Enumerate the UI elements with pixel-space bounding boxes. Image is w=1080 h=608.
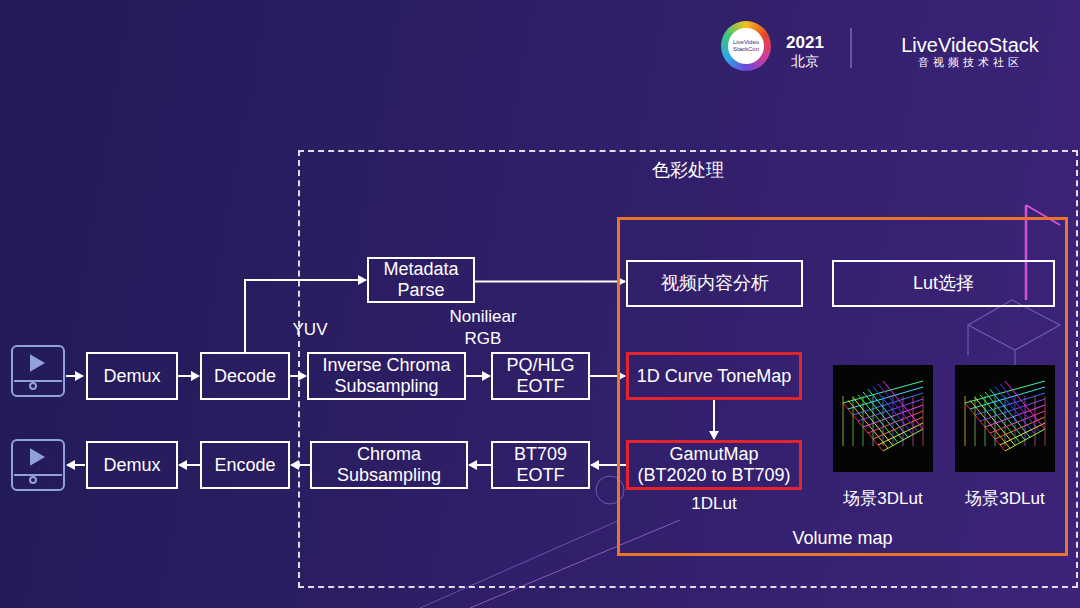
box-label: Lut选择 — [913, 273, 974, 294]
lut-grid-line — [923, 396, 924, 446]
highlight-box: 1D Curve ToneMap — [626, 352, 802, 400]
lut-grid-line — [985, 396, 986, 446]
lut-grid-line — [893, 396, 894, 446]
region-title: 色彩处理 — [300, 158, 1076, 182]
highlight-box: GamutMap (BT2020 to BT709) — [626, 440, 802, 490]
lut-grid-line — [975, 396, 976, 446]
lut-grid-line — [1045, 396, 1046, 446]
connector-arrow — [291, 464, 310, 466]
lut-grid-line — [868, 411, 923, 433]
header-divider — [851, 28, 852, 68]
process-box: Decode — [200, 352, 290, 400]
lut-label: 场景3DLut — [843, 487, 922, 510]
signal-label: YUV — [293, 320, 328, 340]
process-box: BT709 EOTF — [491, 441, 590, 489]
lut-grid-line — [1000, 384, 1040, 432]
box-label: Chroma Subsampling — [316, 444, 462, 486]
lut-grid-line — [853, 396, 854, 446]
process-box: Chroma Subsampling — [310, 441, 468, 489]
lut-grid-line — [1005, 429, 1045, 451]
lut-grid-line — [1005, 396, 1006, 446]
lut-grid-line — [883, 381, 923, 429]
accent-line — [470, 520, 680, 608]
lut-label: 场景3DLut — [965, 487, 1044, 510]
box-label: PQ/HLG EOTF — [497, 355, 584, 397]
lut-grid-line — [1015, 396, 1016, 446]
process-box: Demux — [86, 352, 178, 400]
connector-arrow — [475, 281, 625, 283]
video-icon — [12, 346, 64, 490]
lut-grid-line — [883, 396, 884, 446]
background-lines — [420, 28, 1060, 608]
accent-line — [1026, 205, 1060, 225]
lut-cube — [955, 365, 1055, 472]
connector-arrow — [179, 464, 200, 466]
signal-label: Noniliear RGB — [438, 306, 528, 350]
logo-text: LiveVideo StackCon — [730, 39, 762, 53]
process-box: Inverse Chroma Subsampling — [307, 352, 466, 400]
lut-grid-line — [1025, 396, 1026, 446]
process-box: Demux — [86, 441, 178, 489]
process-box: Metadata Parse — [367, 257, 475, 303]
lut-grid-line — [863, 396, 864, 446]
io-arrow — [66, 375, 83, 377]
event-year: 2021 — [786, 33, 824, 53]
process-box: Encode — [200, 441, 290, 489]
lut-label: 1DLut — [691, 494, 736, 514]
box-label: 1D Curve ToneMap — [637, 366, 792, 387]
box-label: Demux — [103, 366, 160, 387]
process-box: 视频内容分析 — [626, 260, 803, 307]
box-label: GamutMap (BT2020 to BT709) — [633, 444, 795, 486]
connector-arrow — [466, 375, 490, 377]
accent-line — [420, 520, 620, 608]
connector-arrow — [178, 375, 199, 377]
lut-grid-line — [843, 396, 844, 446]
lut-grid-line — [913, 396, 914, 446]
dashed-region: 色彩处理 Metadata ParseInverse Chroma Subsamp… — [298, 150, 1078, 588]
box-label: BT709 EOTF — [497, 444, 584, 486]
lut-grid-line — [1035, 396, 1036, 446]
lut-grid-line — [1005, 381, 1045, 429]
brand-name: LiveVideoStack — [901, 34, 1039, 57]
box-label: Encode — [214, 455, 275, 476]
connector-arrow — [713, 400, 715, 439]
lut-grid-line — [965, 396, 966, 446]
event-city: 北京 — [791, 53, 819, 71]
connector-arrow — [245, 280, 366, 352]
lut-cube-grid — [843, 381, 1045, 451]
connector-arrow — [591, 464, 626, 466]
brand-slogan: 音视频技术社区 — [918, 55, 1023, 70]
lut-cube — [833, 365, 933, 472]
box-label: Demux — [103, 455, 160, 476]
lut-grid-line — [990, 411, 1045, 433]
io-arrow — [67, 464, 85, 466]
lut-grid-line — [878, 384, 918, 432]
box-label: Metadata Parse — [373, 259, 469, 301]
box-label: Inverse Chroma Subsampling — [313, 355, 460, 397]
connector-arrow — [469, 464, 491, 466]
group-title: Volume map — [620, 528, 1065, 549]
process-box: PQ/HLG EOTF — [491, 352, 590, 400]
lut-grid-line — [883, 429, 923, 451]
lut-grid-line — [903, 396, 904, 446]
box-label: Decode — [214, 366, 276, 387]
process-box: Lut选择 — [832, 260, 1055, 307]
box-label: 视频内容分析 — [661, 273, 769, 294]
